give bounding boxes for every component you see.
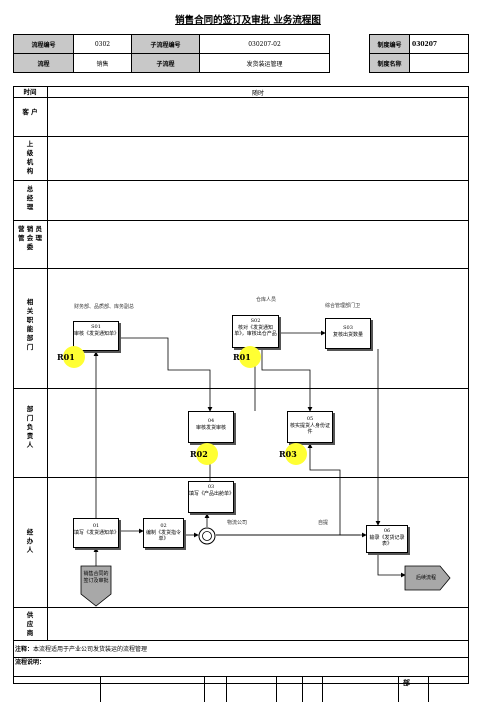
rule-no-label: 制度编号 <box>369 34 411 54</box>
lane-superior-org: 上 级 机 构 <box>26 140 34 175</box>
lane-supplier: 供 应 商 <box>26 611 34 637</box>
step-04[interactable]: 04 审核发货审核 <box>188 411 234 443</box>
step-code: 02 <box>160 523 167 529</box>
lane-dept-head: 部 门 负 责 人 <box>26 405 34 449</box>
risk-marker: R01 <box>233 346 261 368</box>
time-value: 随时 <box>251 90 264 97</box>
step-05[interactable]: 05 核实提货人身份证件 <box>287 411 333 443</box>
lane-customer: 客 户 <box>22 108 38 116</box>
header-table: 流程编号 0302 子流程编号 030207-02 制度编号 030207 流程… <box>13 34 470 73</box>
footer-desc-label: 流程说明： <box>15 659 46 666</box>
step-text: 输录《发货记录表》 <box>369 534 405 548</box>
step-text: 编制《发货指令单》 <box>145 529 181 543</box>
step-text: 审核发货审核 <box>195 424 226 431</box>
step-text: 审核《发货通知单》 <box>74 330 120 337</box>
risk-marker: R02 <box>190 443 218 465</box>
page-title: 销售合同的签订及审批 业务流程图 <box>175 15 321 26</box>
logistics-label: 物流公司 <box>227 520 248 526</box>
lane-marketing-committee: 营 销 员 管 会 理 委 <box>17 225 43 251</box>
s02-note: 仓库人员 <box>256 297 277 303</box>
s01-note: 财务部、品质部、库务副总 <box>74 304 135 310</box>
step-code: 06 <box>383 528 391 534</box>
process-no-label: 流程编号 <box>13 34 74 54</box>
self-pick-label: 自提 <box>318 520 329 526</box>
step-code: S02 <box>250 318 261 324</box>
step-02[interactable]: 02 编制《发货指令单》 <box>143 518 184 548</box>
step-code: 03 <box>207 484 215 490</box>
step-code: S03 <box>343 325 353 331</box>
lane-divider <box>47 86 48 640</box>
lane-general-manager: 总 经 理 <box>26 185 34 211</box>
rule-name <box>409 53 470 73</box>
step-code: 01 <box>92 523 100 529</box>
step-code: 05 <box>306 416 314 422</box>
process-label: 流程 <box>13 53 74 73</box>
step-03[interactable]: 03 填写《产品出舱单》 <box>188 481 234 513</box>
step-text: 复核出货数量 <box>332 331 363 338</box>
step-01[interactable]: 01 填写《发货通知单》 <box>73 518 119 548</box>
start-terminal: 销售合同的签订及审批 <box>83 571 109 584</box>
step-text: 填写《产品出舱单》 <box>189 490 235 497</box>
bottom-mark: 部 <box>403 678 410 687</box>
lane-functional-dept: 相 关 职 能 部 门 <box>26 298 34 351</box>
step-s02[interactable]: S02 核对《发货通知单》，审核出仓产品 <box>232 315 279 348</box>
step-text: 核实提货人身份证件 <box>289 422 330 436</box>
step-text: 核对《发货通知单》，审核出仓产品 <box>234 324 277 338</box>
rule-name-label: 制度名称 <box>369 53 411 73</box>
time-label: 时间 <box>23 88 37 96</box>
risk-marker: R03 <box>279 443 307 465</box>
s03-note: 综合管理部门卫 <box>325 303 361 309</box>
swimlane-frame <box>13 86 469 684</box>
lane-handler: 经 办 人 <box>26 528 34 554</box>
end-terminal: 后续流程 <box>415 575 436 581</box>
step-text: 填写《发货通知单》 <box>74 529 120 536</box>
step-code: 04 <box>207 418 215 424</box>
step-s01[interactable]: S01 审核《发货通知单》 <box>73 321 119 351</box>
step-code: S01 <box>91 324 101 330</box>
footer-note: 注释：本流程适用于产业公司发货装运的流程管理 <box>15 646 148 653</box>
risk-marker: R01 <box>57 346 85 368</box>
step-06[interactable]: 06 输录《发货记录表》 <box>366 525 408 553</box>
step-s03[interactable]: S03 复核出货数量 <box>325 318 371 349</box>
subprocess-label: 子流程 <box>131 53 200 73</box>
subprocess-value: 发货装运管理 <box>198 53 331 73</box>
